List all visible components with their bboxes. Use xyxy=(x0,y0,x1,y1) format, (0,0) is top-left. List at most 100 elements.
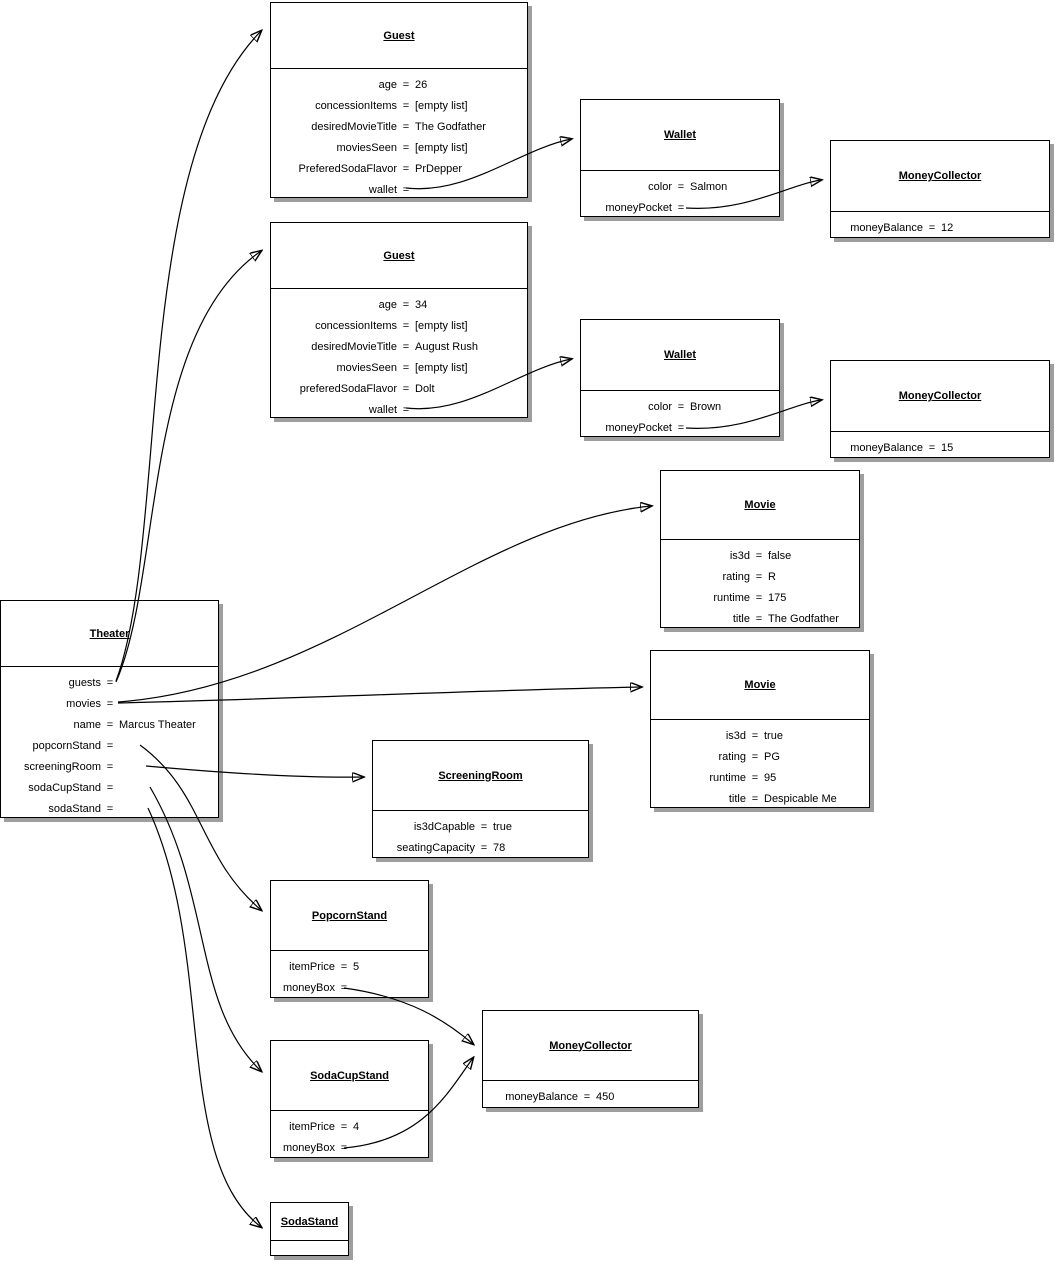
object-fields: moneyBalance=12 xyxy=(831,212,1049,238)
field-row: sodaCupStand = xyxy=(1,777,218,798)
field-name: screeningRoom xyxy=(23,760,101,773)
field-name: wallet xyxy=(368,403,397,416)
field-value: [empty list] xyxy=(415,141,468,154)
field-name: name xyxy=(73,718,101,731)
field-value: true xyxy=(764,729,783,742)
object-box-wallet-1: Wallet color=Salmon moneyPocket= xyxy=(580,99,780,217)
equals-sign: = xyxy=(106,676,114,689)
field-row: itemPrice = 4 xyxy=(271,1116,428,1137)
equals-sign: = xyxy=(751,792,759,805)
arrow-theater-sodacupstand-to-sodacupstand xyxy=(149,786,261,1071)
object-box-guest-1: Guest age=26 concessionItems=[empty list… xyxy=(270,2,528,198)
field-row: moviesSeen=[empty list] xyxy=(271,357,527,378)
equals-sign: = xyxy=(402,319,410,332)
field-value: PG xyxy=(764,750,780,763)
field-name: concessionItems xyxy=(315,319,397,332)
field-name: concessionItems xyxy=(315,99,397,112)
equals-sign: = xyxy=(402,340,410,353)
equals-sign: = xyxy=(340,981,348,994)
equals-sign: = xyxy=(755,612,763,625)
field-value: 78 xyxy=(493,841,506,854)
equals-sign: = xyxy=(106,781,114,794)
field-name: wallet xyxy=(368,183,397,196)
object-fields: age = 34 concessionItems = [empty list] desi… xyxy=(271,289,527,420)
field-name: popcornStand xyxy=(32,739,102,752)
object-fields xyxy=(271,1241,348,1246)
field-value: 34 xyxy=(415,298,428,311)
field-row: age=26 xyxy=(271,74,527,95)
arrow-theater-guests-to-guest1 xyxy=(115,31,261,682)
equals-sign: = xyxy=(402,78,410,91)
equals-sign: = xyxy=(402,162,410,175)
equals-sign: = xyxy=(106,802,114,815)
field-name: moneyPocket xyxy=(605,201,672,214)
field-row: title=The Godfather xyxy=(661,608,859,629)
object-fields: color = Salmon moneyPocket = xyxy=(581,171,779,218)
field-value: 15 xyxy=(941,441,954,454)
field-name: runtime xyxy=(709,771,746,784)
equals-sign: = xyxy=(402,298,410,311)
field-row: moneyBalance=450 xyxy=(483,1086,698,1107)
field-value: 4 xyxy=(353,1120,360,1133)
field-value: [empty list] xyxy=(415,99,468,112)
object-box-moneycollector-3: MoneyCollector moneyBalance=450 xyxy=(482,1010,699,1108)
field-name: moneyBox xyxy=(283,981,335,994)
equals-sign: = xyxy=(340,1120,348,1133)
object-title: Guest xyxy=(271,3,527,69)
field-name: age xyxy=(378,298,397,311)
field-row: guests= xyxy=(1,672,218,693)
field-name: color xyxy=(648,400,672,413)
field-row: color=Brown xyxy=(581,396,779,417)
field-name: moneyBalance xyxy=(850,221,923,234)
object-box-wallet-2: Wallet color=Brown moneyPocket= xyxy=(580,319,780,437)
field-name: moneyBox xyxy=(283,1141,335,1154)
field-value: R xyxy=(768,570,776,583)
field-row: moneyPocket = xyxy=(581,197,779,218)
field-value: Salmon xyxy=(690,180,728,193)
field-value: Despicable Me xyxy=(764,792,837,805)
field-name: itemPrice xyxy=(289,1120,335,1133)
field-name: color xyxy=(648,180,672,193)
equals-sign: = xyxy=(583,1090,591,1103)
object-fields: moneyBalance=450 xyxy=(483,1081,698,1107)
field-row: runtime=95 xyxy=(651,767,869,788)
object-box-popcornstand: PopcornStand itemPrice=5 moneyBox= xyxy=(270,880,429,998)
equals-sign: = xyxy=(480,820,488,833)
field-row: preferedSodaFlavor=Dolt xyxy=(271,378,527,399)
equals-sign: = xyxy=(755,549,763,562)
field-name: itemPrice xyxy=(289,960,335,973)
field-name: is3d xyxy=(729,549,750,562)
field-name: is3dCapable xyxy=(413,820,475,833)
equals-sign: = xyxy=(402,141,410,154)
field-row: desiredMovieTitle = August Rush xyxy=(271,336,527,357)
equals-sign: = xyxy=(402,99,410,112)
object-fields: is3dCapable=true seatingCapacity=78 xyxy=(373,811,588,858)
field-value: [empty list] xyxy=(415,319,468,332)
equals-sign: = xyxy=(751,729,759,742)
object-fields: is3d=true rating=PG runtime=95 title=Des… xyxy=(651,720,869,809)
field-name: title xyxy=(732,612,750,625)
equals-sign: = xyxy=(677,201,685,214)
field-name: age xyxy=(378,78,397,91)
object-title: MoneyCollector xyxy=(483,1011,698,1081)
field-value: 175 xyxy=(768,591,787,604)
equals-sign: = xyxy=(106,739,114,752)
field-row: popcornStand = xyxy=(1,735,218,756)
object-title: PopcornStand xyxy=(271,881,428,951)
object-title: Theater xyxy=(1,601,218,667)
field-row: rating=R xyxy=(661,566,859,587)
field-name: sodaCupStand xyxy=(28,781,101,794)
field-row: concessionItems = [empty list] xyxy=(271,315,527,336)
object-fields: itemPrice = 4 moneyBox = xyxy=(271,1111,428,1158)
field-name: desiredMovieTitle xyxy=(311,340,397,353)
field-row: PreferedSodaFlavor=PrDepper xyxy=(271,158,527,179)
field-value: August Rush xyxy=(415,340,478,353)
equals-sign: = xyxy=(751,750,759,763)
equals-sign: = xyxy=(677,180,685,193)
field-value: PrDepper xyxy=(415,162,463,175)
field-name: seatingCapacity xyxy=(396,841,475,854)
field-name: moviesSeen xyxy=(336,361,397,374)
field-name: movies xyxy=(66,697,101,710)
object-box-theater: Theater guests= movies= name=Marcus Thea… xyxy=(0,600,219,818)
field-value: 95 xyxy=(764,771,777,784)
